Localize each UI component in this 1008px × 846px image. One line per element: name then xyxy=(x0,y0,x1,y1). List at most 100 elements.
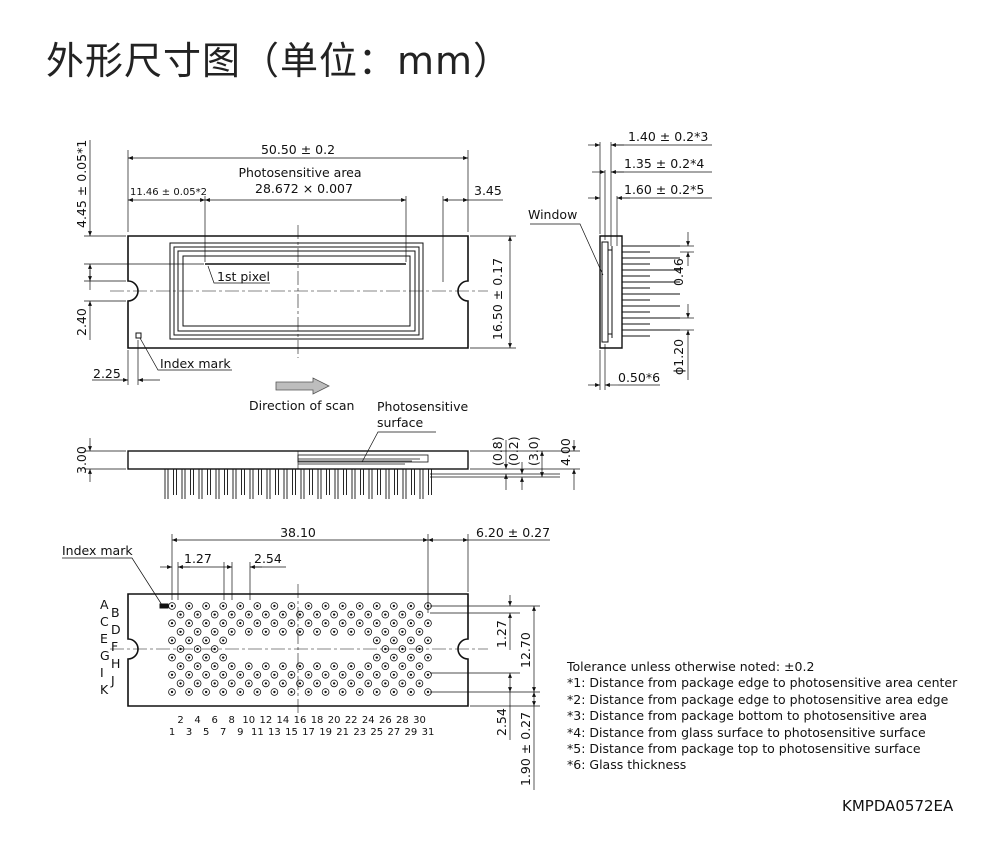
pin-hole xyxy=(313,679,321,688)
pin-hole xyxy=(253,688,262,696)
pin-hole xyxy=(398,679,407,688)
pin-hole xyxy=(219,653,227,662)
pin-hole xyxy=(236,619,245,627)
pin-hole xyxy=(330,662,338,670)
pin-hole xyxy=(304,619,313,627)
pin-hole xyxy=(210,610,219,619)
pin-hole xyxy=(424,636,432,645)
bottom-view xyxy=(62,534,550,790)
column-label: 3 xyxy=(186,727,192,738)
pin-hole xyxy=(355,602,364,610)
pin-hole xyxy=(321,688,330,696)
column-label: 27 xyxy=(387,727,400,738)
pin-hole xyxy=(210,679,219,688)
pin-hole xyxy=(390,602,398,610)
front-pin xyxy=(190,469,194,495)
row-label: B xyxy=(111,605,120,620)
pin-hole xyxy=(253,602,262,610)
pin-hole xyxy=(210,627,219,636)
notch-offset-dimension: 2.25 xyxy=(93,366,121,381)
pin-hole xyxy=(381,679,390,688)
photosensitive-area-label: Photosensitive area xyxy=(238,165,361,180)
left-offset-dimension: 11.46 ± 0.05*2 xyxy=(130,187,207,198)
bottom-view-labels: Index mark 38.10 6.20 ± 0.27 1.27 2.54 1… xyxy=(62,525,550,786)
rows-span-dimension: 12.70 xyxy=(518,632,533,668)
pin-hole xyxy=(244,679,253,688)
column-label: 28 xyxy=(396,715,409,726)
pin-hole xyxy=(313,662,321,670)
bottom-index-mark-label: Index mark xyxy=(62,543,133,558)
pin-hole xyxy=(321,670,330,679)
row-pitch-dimension: 1.27 xyxy=(494,620,509,648)
pin-hole xyxy=(390,653,398,662)
front-pin xyxy=(249,469,254,499)
pin-hole xyxy=(321,619,330,627)
pin-hole xyxy=(236,602,245,610)
pin-hole xyxy=(219,602,227,610)
row-label: J xyxy=(110,673,115,688)
pin-hole xyxy=(364,610,373,619)
front-pin xyxy=(258,469,262,495)
pin-hole xyxy=(381,610,390,619)
pin-hole xyxy=(407,602,415,610)
pin-hole xyxy=(398,662,407,670)
package-outline xyxy=(127,235,469,349)
pin-hole xyxy=(176,627,185,636)
pin-hole xyxy=(219,688,227,696)
pin-hole xyxy=(415,645,424,653)
note-line: *1: Distance from package edge to photos… xyxy=(567,675,958,691)
side-view xyxy=(530,142,712,390)
pin-hole xyxy=(270,619,279,627)
pin-hole xyxy=(347,627,355,636)
column-label: 21 xyxy=(336,727,349,738)
front-view-labels: Photosensitive surface 3.00 (0.8) (0.2) … xyxy=(74,399,573,474)
pin-hole xyxy=(193,645,202,653)
index-mark-square xyxy=(135,332,142,339)
height-dimension: 16.50 ± 0.17 xyxy=(490,258,505,340)
pin-hole xyxy=(287,670,296,679)
note-line: Tolerance unless otherwise noted: ±0.2 xyxy=(567,659,815,674)
pin-hole xyxy=(236,670,245,679)
pin-hole xyxy=(202,619,210,627)
front-pin xyxy=(368,469,373,499)
column-label: 7 xyxy=(220,727,226,738)
pin-hole xyxy=(390,636,398,645)
front-pin xyxy=(215,469,220,499)
dim-3-0: (3.0) xyxy=(526,436,541,466)
pin-hole xyxy=(330,610,338,619)
top-offset-dimension: 4.45 ± 0.05*1 xyxy=(74,140,89,228)
pin-hole xyxy=(227,627,236,636)
pin-hole xyxy=(202,602,210,610)
pin-hole xyxy=(330,679,338,688)
column-label: 16 xyxy=(294,715,307,726)
pin-hole xyxy=(338,670,347,679)
pin-hole xyxy=(185,653,193,662)
front-pin xyxy=(360,469,364,495)
pin-hole xyxy=(381,645,390,653)
front-pin xyxy=(428,469,432,495)
glass-bottom-dimension: 1.40 ± 0.2*3 xyxy=(628,129,708,144)
pin-hole xyxy=(202,636,210,645)
pin-hole xyxy=(338,602,347,610)
pin-hole xyxy=(415,662,424,670)
note-line: *6: Glass thickness xyxy=(567,757,687,773)
front-pin xyxy=(181,469,186,499)
column-label: 10 xyxy=(242,715,255,726)
pin-hole xyxy=(364,679,373,688)
width-dimension: 50.50 ± 0.2 xyxy=(261,142,335,157)
pin-hole xyxy=(296,662,304,670)
pin-hole xyxy=(219,636,227,645)
row-label: K xyxy=(100,682,109,697)
pin-hole xyxy=(279,627,287,636)
column-label: 18 xyxy=(311,715,324,726)
pin-hole xyxy=(253,619,262,627)
column-label: 26 xyxy=(379,715,392,726)
row-label: D xyxy=(111,622,121,637)
pin-hole xyxy=(244,662,253,670)
pin-hole xyxy=(347,662,355,670)
pin-hole xyxy=(330,627,338,636)
pin-hole xyxy=(185,619,193,627)
pin-hole xyxy=(372,670,381,679)
pin-hole xyxy=(313,627,321,636)
